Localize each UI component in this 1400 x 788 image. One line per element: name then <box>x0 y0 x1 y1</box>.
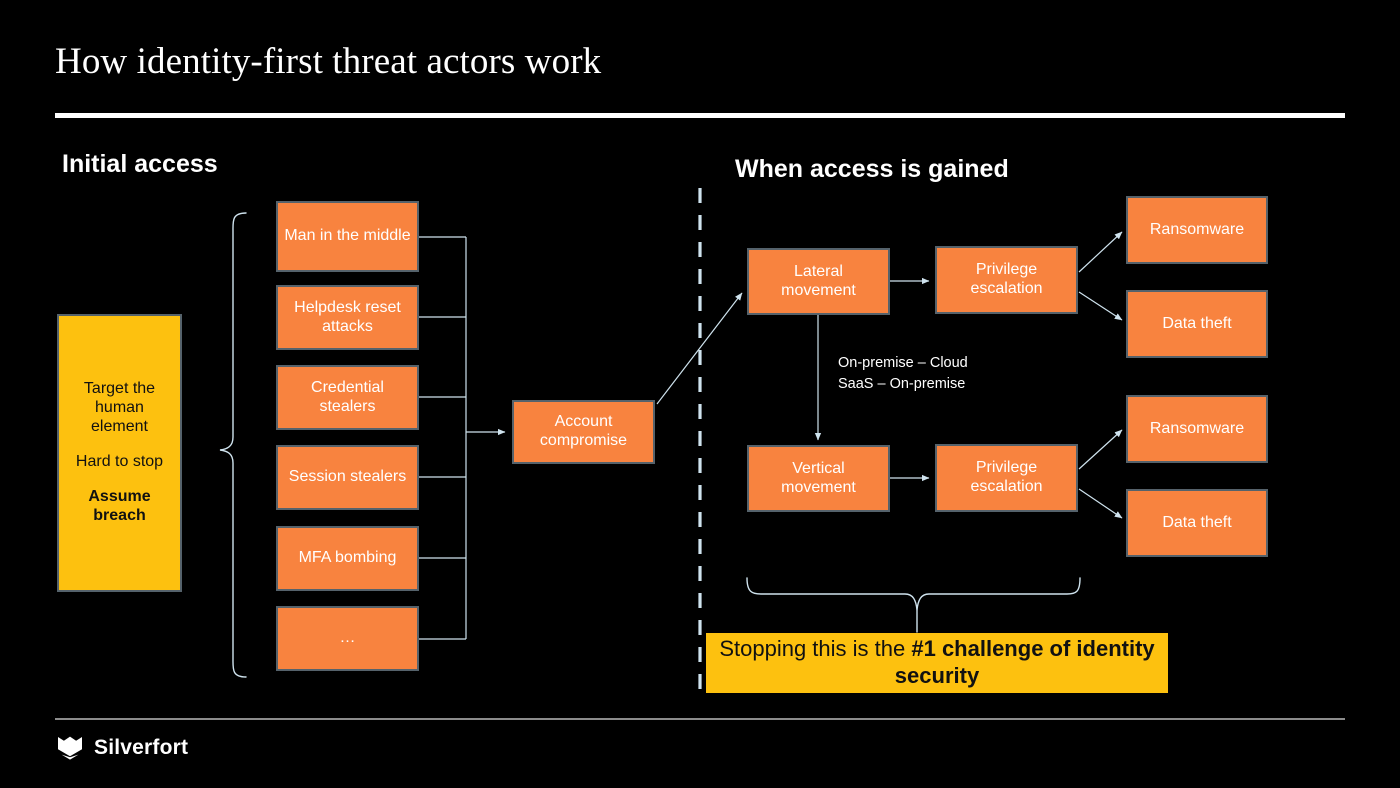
data-theft-box-vertical[interactable]: Data theft <box>1126 489 1268 557</box>
technique-box-mfa-bombing[interactable]: MFA bombing <box>276 526 419 591</box>
section-heading-initial-access: Initial access <box>62 150 218 178</box>
technique-label: Credential stealers <box>311 378 384 415</box>
silverfort-shield-icon <box>58 736 82 760</box>
key-message-banner[interactable]: Stopping this is the #1 challenge of ide… <box>706 633 1168 693</box>
privilege-escalation-box-vertical[interactable]: Privilege escalation <box>935 444 1078 512</box>
technique-label: Session stealers <box>288 468 407 486</box>
vertical-movement-label: Vertical movement <box>781 459 856 496</box>
arrow-account-to-lateral <box>656 292 743 405</box>
vertical-movement-box[interactable]: Vertical movement <box>747 445 890 512</box>
title-divider <box>55 113 1345 118</box>
lateral-movement-label: Lateral movement <box>781 262 856 299</box>
transition-annotation: On-premise – Cloud SaaS – On-premise <box>838 353 968 395</box>
left-brace-icon <box>219 212 247 678</box>
page-title: How identity-first threat actors work <box>55 41 602 82</box>
technique-label: MFA bombing <box>298 549 397 567</box>
technique-box-session-stealers[interactable]: Session stealers <box>276 445 419 510</box>
annotation-line-1: On-premise – Cloud <box>838 355 968 371</box>
impact-label: Ransomware <box>1149 419 1245 437</box>
account-compromise-box[interactable]: Account compromise <box>512 400 655 464</box>
technique-box-helpdesk-reset-attacks[interactable]: Helpdesk reset attacks <box>276 285 419 350</box>
brand-wordmark: Silverfort <box>94 736 189 759</box>
technique-box-credential-stealers[interactable]: Credential stealers <box>276 365 419 430</box>
lateral-movement-box[interactable]: Lateral movement <box>747 248 890 315</box>
account-compromise-label: Account compromise <box>539 413 628 449</box>
human-box-line-3: Assume breach <box>88 487 151 524</box>
impact-label: Data theft <box>1162 314 1232 332</box>
technique-label: Helpdesk reset attacks <box>294 298 401 335</box>
technique-bus <box>419 236 506 640</box>
banner-text-strong: #1 challenge of identity security <box>894 636 1155 688</box>
ransomware-box-vertical[interactable]: Ransomware <box>1126 395 1268 463</box>
privilege-escalation-label: Privilege escalation <box>970 261 1043 297</box>
human-element-box[interactable]: Target the human element Hard to stop As… <box>57 314 182 592</box>
bottom-brace-icon <box>746 577 1081 633</box>
impact-label: Data theft <box>1162 513 1232 531</box>
footer-divider <box>55 718 1345 720</box>
privilege-escalation-label: Privilege escalation <box>970 459 1043 495</box>
brand-logo: Silverfort <box>55 733 188 763</box>
section-heading-when-access-gained: When access is gained <box>735 155 1009 183</box>
privilege-escalation-box-lateral[interactable]: Privilege escalation <box>935 246 1078 314</box>
technique-box-man-in-the-middle[interactable]: Man in the middle <box>276 201 419 272</box>
technique-label: … <box>339 629 356 647</box>
technique-box-more[interactable]: … <box>276 606 419 671</box>
technique-label: Man in the middle <box>284 227 411 245</box>
human-box-line-2: Hard to stop <box>75 453 164 470</box>
banner-text-normal: Stopping this is the <box>719 636 912 662</box>
ransomware-box-lateral[interactable]: Ransomware <box>1126 196 1268 264</box>
annotation-line-2: SaaS – On-premise <box>838 376 966 393</box>
impact-label: Ransomware <box>1149 220 1245 238</box>
human-box-line-1: Target the human element <box>83 380 156 436</box>
data-theft-box-lateral[interactable]: Data theft <box>1126 290 1268 358</box>
